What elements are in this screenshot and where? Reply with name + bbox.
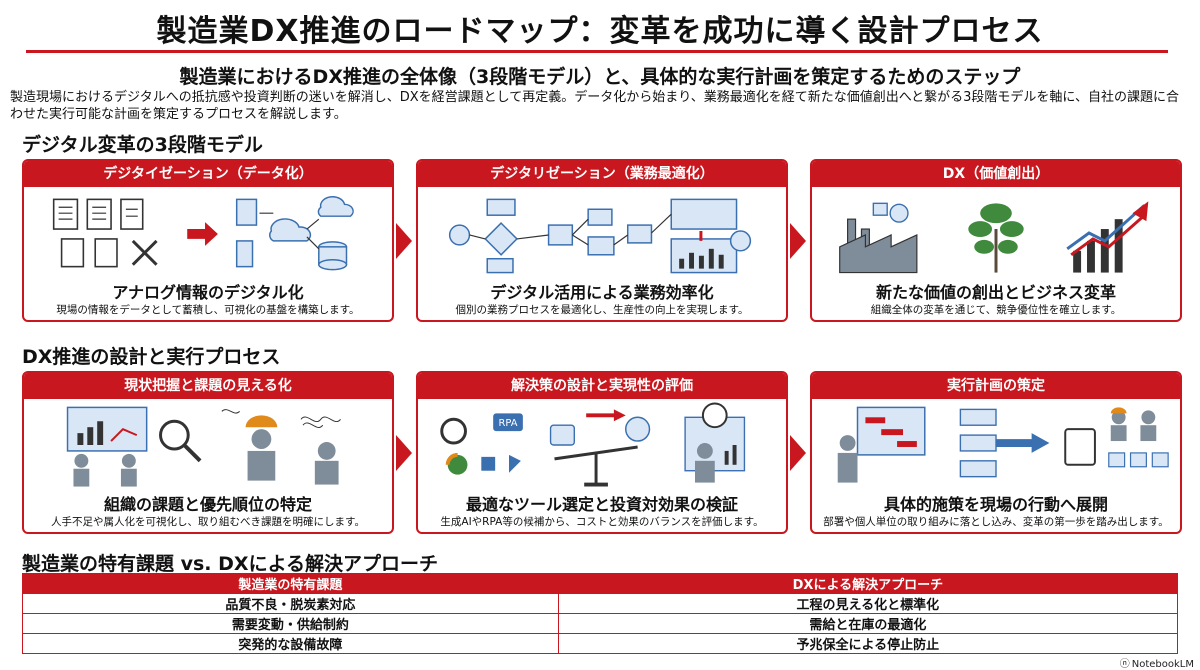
chevron-right-icon	[790, 223, 806, 259]
card-header: 現状把握と課題の見える化	[24, 373, 392, 399]
section-heading-three-stage: デジタル変革の3段階モデル	[22, 134, 263, 156]
documents-to-database-icon	[52, 196, 354, 271]
card-description: 生成AIやRPA等の候補から、コストと効果のバランスを評価します。	[440, 516, 764, 528]
card-header: デジタイゼーション（データ化）	[24, 161, 392, 187]
notebooklm-logo-icon: ⓝ	[1119, 659, 1130, 670]
intro-paragraph: 製造現場におけるデジタルへの抵抗感や投資判断の迷いを解消し、DXを経営課題として…	[10, 90, 1179, 122]
card-header: DX（価値創出）	[812, 161, 1180, 187]
card-caption: 新たな価値の創出とビジネス変革	[875, 283, 1116, 302]
card-caption: アナログ情報のデジタル化	[112, 283, 304, 302]
table-cell-solution: 需給と在庫の最適化	[557, 613, 1179, 634]
section-heading-process: DX推進の設計と実行プロセス	[22, 346, 281, 368]
table-row: 品質不良・脱炭素対応 工程の見える化と標準化	[22, 593, 1179, 614]
table-cell-solution: 予兆保全による停止防止	[557, 633, 1179, 654]
page-subtitle: 製造業におけるDX推進の全体像（3段階モデル）と、具体的な実行計画を策定するため…	[179, 66, 1021, 88]
chevron-right-icon	[396, 435, 412, 471]
chevron-right-icon	[790, 435, 806, 471]
team-analysis-icon	[66, 406, 341, 487]
stage-card-dx: DX（価値創出） 新たな価値の創出とビジネス変革 組織全体の変革を通じて、競争優…	[810, 159, 1182, 322]
card-caption: 具体的施策を現場の行動へ展開	[883, 495, 1108, 514]
column-header-solution: DXによる解決アプローチ	[557, 573, 1179, 594]
card-description: 現場の情報をデータとして蓄積し、可視化の基盤を構築します。	[56, 304, 360, 316]
ai-rpa-balance-icon: RPA	[440, 402, 746, 487]
process-card-planning: 実行計画の策定 具体的施策を現場の行動へ展開 部署や個人単位の取り組みに落とし込…	[810, 371, 1182, 534]
process-card-assessment: 現状把握と課題の見える化 組織の課題と優先順位の特定 人手不足や属人化を可視化し…	[22, 371, 394, 534]
process-flow-icon	[448, 198, 752, 274]
page-title: 製造業DX推進のロードマップ：変革を成功に導く設計プロセス	[156, 14, 1044, 49]
comparison-table: 製造業の特有課題 DXによる解決アプローチ 品質不良・脱炭素対応 工程の見える化…	[22, 573, 1179, 654]
card-header: 解決策の設計と実現性の評価	[418, 373, 786, 399]
stage-card-digitalization: デジタリゼーション（業務最適化） デジタル活用による業務効率化 個別の業務プロセ…	[416, 159, 788, 322]
table-row: 需要変動・供給制約 需給と在庫の最適化	[22, 613, 1179, 634]
card-description: 人手不足や属人化を可視化し、取り組むべき課題を明確にします。	[51, 516, 365, 528]
brand-name: NotebookLM	[1131, 659, 1194, 670]
card-header: デジタリゼーション（業務最適化）	[418, 161, 786, 187]
column-header-issue: 製造業の特有課題	[22, 573, 559, 594]
section-heading-comparison: 製造業の特有課題 vs. DXによる解決アプローチ	[22, 553, 438, 575]
card-description: 個別の業務プロセスを最適化し、生産性の向上を実現します。	[455, 304, 749, 316]
table-row: 突発的な設備故障 予兆保全による停止防止	[22, 633, 1179, 654]
title-divider	[26, 50, 1168, 53]
table-cell-issue: 突発的な設備故障	[22, 633, 559, 654]
table-cell-issue: 品質不良・脱炭素対応	[22, 593, 559, 614]
table-cell-issue: 需要変動・供給制約	[22, 613, 559, 634]
rpa-label: RPA	[499, 418, 518, 429]
card-header: 実行計画の策定	[812, 373, 1180, 399]
card-description: 組織全体の変革を通じて、競争優位性を確立します。	[870, 304, 1122, 316]
card-description: 部署や個人単位の取り組みに落とし込み、変革の第一歩を踏み出します。	[823, 516, 1169, 528]
action-plan-icon	[837, 406, 1169, 483]
chevron-right-icon	[396, 223, 412, 259]
stage-card-digitization: デジタイゼーション（データ化） アナログ情報のデジタル化 現場の情報をデータとし…	[22, 159, 394, 322]
factory-growth-chart-icon	[839, 201, 1149, 274]
card-caption: 組織の課題と優先順位の特定	[103, 495, 312, 514]
process-card-design: 解決策の設計と実現性の評価 RPA 最適なツール選定と投資対効果の検証 生成AI…	[416, 371, 788, 534]
table-cell-solution: 工程の見える化と標準化	[557, 593, 1179, 614]
card-caption: デジタル活用による業務効率化	[490, 283, 714, 302]
card-caption: 最適なツール選定と投資対効果の検証	[465, 495, 738, 514]
